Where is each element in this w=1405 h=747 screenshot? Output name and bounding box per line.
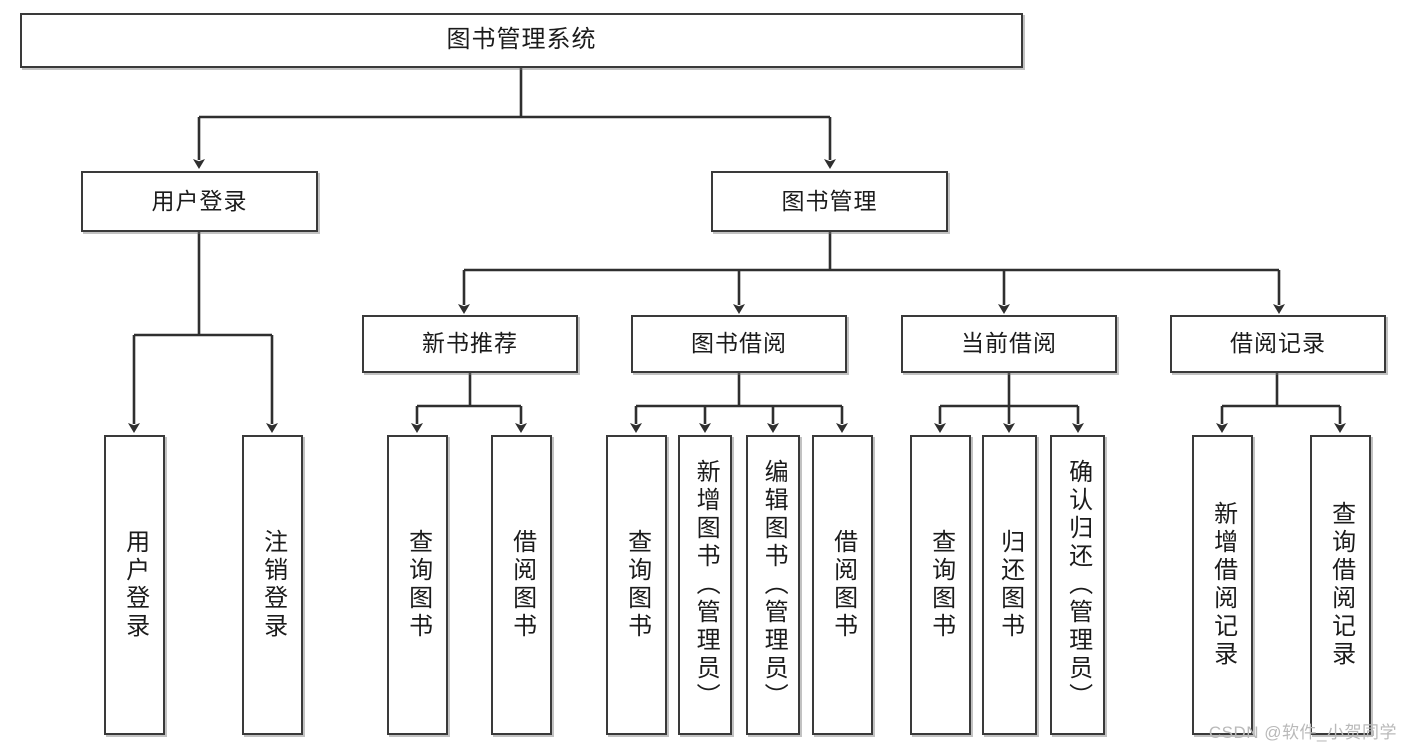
leaf-query-book-borrow-label: 查询图书 [623,529,651,641]
leaf-add-book-admin-label: 新增图书（管理员） [692,459,720,711]
leaf-query-book-current[interactable]: 查询图书 [910,435,971,735]
leaf-return-book[interactable]: 归还图书 [982,435,1037,735]
leaf-query-borrow-record-label: 查询借阅记录 [1327,501,1355,669]
leaf-logout-label: 注销登录 [259,529,287,641]
node-current-borrow[interactable]: 当前借阅 [901,315,1117,373]
leaf-return-book-label: 归还图书 [996,529,1024,641]
leaf-borrow-book-recommend[interactable]: 借阅图书 [491,435,552,735]
leaf-logout[interactable]: 注销登录 [242,435,303,735]
leaf-edit-book-admin[interactable]: 编辑图书（管理员） [746,435,800,735]
leaf-query-borrow-record[interactable]: 查询借阅记录 [1310,435,1371,735]
node-root-label: 图书管理系统 [446,26,597,54]
node-current-borrow-label: 当前借阅 [961,330,1057,357]
leaf-borrow-book[interactable]: 借阅图书 [812,435,873,735]
node-book-borrow-label: 图书借阅 [691,330,787,357]
leaf-borrow-book-recommend-label: 借阅图书 [508,529,536,641]
leaf-query-book-recommend[interactable]: 查询图书 [387,435,448,735]
node-borrow-record[interactable]: 借阅记录 [1170,315,1386,373]
node-root[interactable]: 图书管理系统 [20,13,1023,68]
leaf-user-login[interactable]: 用户登录 [104,435,165,735]
leaf-query-book-current-label: 查询图书 [927,529,955,641]
node-new-book-recommend[interactable]: 新书推荐 [362,315,578,373]
leaf-user-login-label: 用户登录 [121,529,149,641]
leaf-borrow-book-label: 借阅图书 [829,529,857,641]
node-new-book-recommend-label: 新书推荐 [422,330,518,357]
leaf-add-borrow-record-label: 新增借阅记录 [1209,501,1237,669]
leaf-add-borrow-record[interactable]: 新增借阅记录 [1192,435,1253,735]
leaf-edit-book-admin-label: 编辑图书（管理员） [760,459,788,711]
leaf-query-book-borrow[interactable]: 查询图书 [606,435,667,735]
node-book-management[interactable]: 图书管理 [711,171,948,232]
leaf-add-book-admin[interactable]: 新增图书（管理员） [678,435,732,735]
leaf-confirm-return-admin[interactable]: 确认归还（管理员） [1050,435,1105,735]
node-user-login[interactable]: 用户登录 [81,171,318,232]
node-borrow-record-label: 借阅记录 [1230,330,1326,357]
node-book-borrow[interactable]: 图书借阅 [631,315,847,373]
node-user-login-label: 用户登录 [151,187,248,214]
node-book-management-label: 图书管理 [781,187,878,214]
leaf-confirm-return-admin-label: 确认归还（管理员） [1064,459,1092,711]
leaf-query-book-recommend-label: 查询图书 [404,529,432,641]
